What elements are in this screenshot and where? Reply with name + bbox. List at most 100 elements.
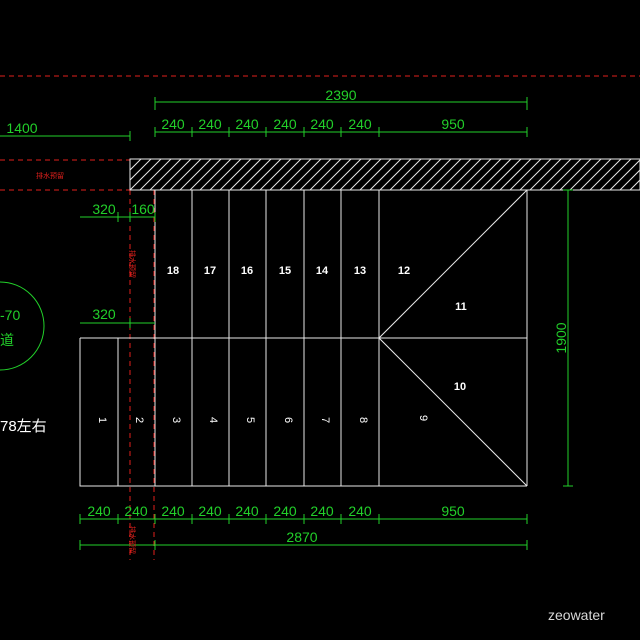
dim-top-seg: 240 <box>348 116 372 132</box>
hatch-line <box>539 159 572 190</box>
hatch-line <box>299 159 332 190</box>
dim-bottom-seg: 240 <box>235 503 259 519</box>
hatch-line <box>449 159 482 190</box>
dim-top-seg: 240 <box>235 116 259 132</box>
hatch-line <box>399 159 432 190</box>
hatch-line <box>139 159 172 190</box>
hatch-line <box>489 159 522 190</box>
hatch-line <box>409 159 442 190</box>
hatch-line <box>189 159 222 190</box>
hatch-line <box>359 159 392 190</box>
hatch-line <box>519 159 552 190</box>
hatch-line <box>369 159 402 190</box>
hatch-line <box>339 159 372 190</box>
hatch-line <box>379 159 412 190</box>
step-number: 6 <box>282 417 294 423</box>
hatch-line <box>219 159 252 190</box>
dimension-text: 2390 240 240 240 240 240 240 950 1400 32… <box>6 87 569 545</box>
hatch-line <box>279 159 312 190</box>
hatch-line <box>459 159 492 190</box>
dim-top-seg: 240 <box>161 116 185 132</box>
hatch-line <box>289 159 322 190</box>
step-number: 8 <box>357 417 369 423</box>
hatch-line <box>249 159 282 190</box>
step-number: 7 <box>319 417 331 423</box>
step-number: 13 <box>354 265 366 277</box>
dim-bottom-seg: 240 <box>87 503 111 519</box>
hatch-line <box>349 159 382 190</box>
hatch-line <box>179 159 212 190</box>
hatch-line <box>199 159 232 190</box>
hatch-line <box>309 159 342 190</box>
hatch-line <box>629 179 640 190</box>
hatch-line <box>589 159 622 190</box>
hatch-line <box>329 159 362 190</box>
dimension-lines <box>0 97 573 550</box>
step-number: 12 <box>398 265 410 277</box>
hatch-line <box>209 159 242 190</box>
reference-circle <box>0 281 45 371</box>
hatch-line <box>509 159 542 190</box>
hatch-line <box>229 159 262 190</box>
dim-bottom-seg: 240 <box>198 503 222 519</box>
step-number: 14 <box>316 265 329 277</box>
red-reference-lines <box>0 75 640 560</box>
hatch-line <box>499 159 532 190</box>
hatch-line <box>239 159 272 190</box>
hatch-line <box>319 159 352 190</box>
dim-bottom-seg: 240 <box>161 503 185 519</box>
dim-bottom-seg: 950 <box>441 503 465 519</box>
hatch-line <box>599 159 632 190</box>
dim-right-height: 1900 <box>553 322 569 353</box>
hatch-line <box>579 159 612 190</box>
dim-bottom-seg: 240 <box>348 503 372 519</box>
red-label-top: 排水预留 <box>36 171 64 180</box>
wall-outline <box>129 158 640 191</box>
dim-top-seg: 950 <box>441 116 465 132</box>
red-labels: 排水预留 排水预留 排水预留 <box>36 171 137 554</box>
dim-top-total: 2390 <box>325 87 356 103</box>
winder-diagonal-upper <box>378 189 528 339</box>
hatch-line <box>159 159 192 190</box>
step-number: 5 <box>244 417 256 423</box>
dim-left-b: 160 <box>131 201 155 217</box>
hatch-line <box>269 159 302 190</box>
step-number: 16 <box>241 265 253 277</box>
dim-left-c: 320 <box>92 306 116 322</box>
circle-text-top: -70 <box>0 307 20 323</box>
dim-left-a: 320 <box>92 201 116 217</box>
hatch-line <box>419 159 452 190</box>
circle-text-bottom: 道 <box>0 332 14 348</box>
step-number: 3 <box>170 417 182 423</box>
hatch-line <box>259 159 292 190</box>
step-number: 18 <box>167 265 179 277</box>
hatch-line <box>559 159 592 190</box>
dim-top-seg: 240 <box>273 116 297 132</box>
dim-bottom-seg: 240 <box>310 503 334 519</box>
hatch-line <box>439 159 472 190</box>
hatch-line <box>529 159 562 190</box>
step-numbers: 18 17 16 15 14 13 12 11 10 <box>167 265 467 393</box>
step-number: 10 <box>454 381 466 393</box>
dim-left-offset: 1400 <box>6 120 37 136</box>
hatch-line <box>619 169 640 190</box>
dim-bottom-total: 2870 <box>286 529 317 545</box>
hatch-line <box>479 159 512 190</box>
dim-bottom-seg: 240 <box>273 503 297 519</box>
hatch-line <box>469 159 502 190</box>
red-label-bottom: 排水预留 <box>128 526 137 554</box>
hatch-line <box>130 159 162 190</box>
hatch-line <box>389 159 422 190</box>
watermark: zeowater <box>548 607 605 623</box>
step-number: 4 <box>207 417 219 423</box>
stair-outline <box>79 189 528 487</box>
hatch-line <box>130 159 142 171</box>
hatched-wall <box>129 158 640 191</box>
step-number: 9 <box>417 415 429 421</box>
dim-top-seg: 240 <box>198 116 222 132</box>
hatch-line <box>609 159 640 190</box>
hatch-line <box>429 159 462 190</box>
dim-top-seg: 240 <box>310 116 334 132</box>
lower-step-numbers: 1 2 3 4 5 6 7 8 9 <box>96 415 429 423</box>
step-number: 11 <box>455 301 467 313</box>
